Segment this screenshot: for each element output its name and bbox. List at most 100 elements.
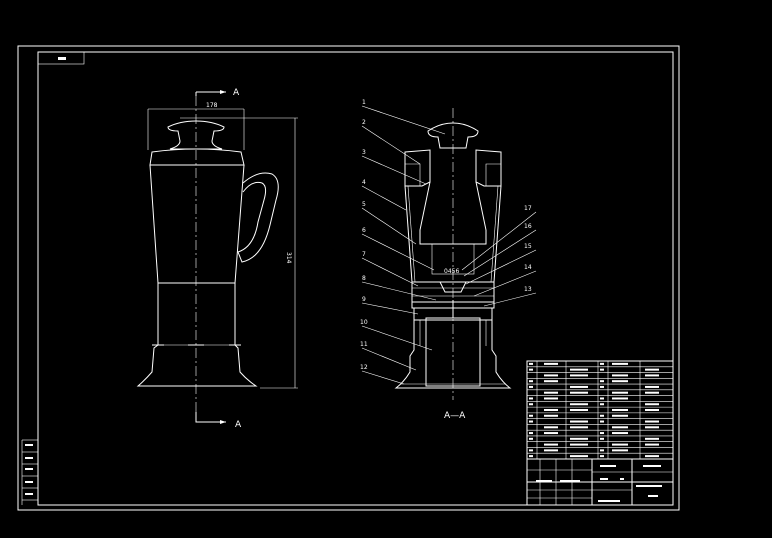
bom-cell-mark: [645, 443, 659, 446]
bom-cell-mark: [570, 368, 588, 371]
bom-cell-mark: [544, 414, 558, 417]
part-label-11: 11: [360, 341, 368, 348]
bom-cell-mark: [570, 443, 588, 446]
section-jar-wall-left: [404, 185, 413, 283]
bom-cell-mark: [612, 374, 628, 377]
bom-cell-mark: [570, 426, 588, 429]
bom-cell-mark: [612, 414, 628, 417]
section-jar-wall-right: [493, 185, 502, 283]
bom-cell-mark: [544, 409, 558, 411]
part-label-6: 6: [362, 227, 366, 234]
bom-cell-mark: [529, 385, 533, 388]
bom-cell-mark: [645, 437, 659, 440]
bom-cell-mark: [600, 362, 604, 365]
bom-cell-mark: [600, 455, 604, 458]
bom-cell-mark: [544, 397, 558, 400]
bom-cell-mark: [645, 420, 659, 423]
jar-body: [149, 164, 245, 284]
bom-cell-mark: [612, 380, 628, 383]
bom-cell-mark: [529, 380, 533, 383]
height-dimension-text: 314: [285, 252, 292, 264]
bom-cell-mark: [612, 443, 628, 446]
bom-cell-mark: [612, 391, 628, 394]
part-label-7: 7: [362, 251, 366, 258]
bom-cell-mark: [570, 409, 588, 411]
part-callouts-right: 17 16 15 14 13: [461, 205, 537, 307]
bom-cell-mark: [612, 449, 628, 452]
section-view-label: A—A: [444, 411, 466, 421]
bom-cell-mark: [529, 420, 533, 423]
bom-cell-mark: [570, 374, 588, 377]
bom-cell-mark: [544, 443, 558, 446]
motor-base: [136, 282, 258, 387]
section-knob: [427, 122, 479, 149]
bom-cell-mark: [645, 368, 659, 371]
bom-cell-mark: [570, 455, 588, 458]
corner-label-box: [37, 51, 85, 65]
title-block: [526, 360, 674, 506]
section-mark-top: A: [233, 88, 240, 98]
lid: [149, 148, 245, 166]
bom-cell-mark: [600, 403, 604, 406]
bom-cell-mark: [600, 414, 604, 417]
bom-cell-mark: [544, 374, 558, 377]
bom-cell-mark: [544, 449, 558, 452]
bom-cell-mark: [645, 391, 659, 394]
bom-cell-mark: [600, 432, 604, 435]
bom-cell-mark: [570, 420, 588, 423]
part-label-15: 15: [524, 243, 532, 250]
bom-cell-mark: [570, 391, 588, 394]
part-label-14: 14: [524, 264, 532, 271]
bom-cell-mark: [544, 362, 558, 365]
bom-cell-mark: [612, 426, 628, 429]
bom-cell-mark: [600, 449, 604, 452]
bom-cell-mark: [529, 437, 533, 440]
bom-cell-mark: [529, 397, 533, 400]
bom-cell-mark: [645, 455, 659, 458]
section-lid-right: [475, 149, 502, 187]
bom-cell-mark: [612, 397, 628, 400]
bom-cell-mark: [544, 391, 558, 394]
bom-cell-mark: [645, 426, 659, 429]
bom-cell-mark: [600, 437, 604, 440]
part-label-13: 13: [524, 286, 532, 293]
bom-cell-mark: [600, 420, 604, 423]
bom-cell-mark: [645, 409, 659, 411]
front-view: A A 178 314: [136, 88, 298, 430]
part-label-8: 8: [362, 275, 366, 282]
left-binding-strip: [21, 439, 38, 505]
bom-cell-mark: [600, 380, 604, 383]
width-dimension-text: 178: [206, 102, 218, 109]
part-label-9: 9: [362, 296, 366, 303]
bom-cell-mark: [570, 385, 588, 388]
bom-cell-mark: [645, 374, 659, 377]
bom-cell-mark: [570, 403, 588, 406]
bom-cell-mark: [612, 362, 628, 365]
part-label-1: 1: [362, 99, 366, 106]
section-blade-housing: [431, 243, 475, 275]
bom-cell-mark: [529, 455, 533, 458]
bom-cell-mark: [529, 403, 533, 406]
part-callouts-left: 1 2 3 4 5 6 7 8 9 10 11 12: [360, 99, 446, 385]
lid-knob: [167, 120, 225, 150]
part-label-5: 5: [362, 201, 366, 208]
bom-cell-mark: [600, 385, 604, 388]
section-line-bottom: [195, 412, 226, 423]
bom-cell-mark: [612, 409, 628, 411]
corner-label-mark: [58, 57, 66, 60]
bom-cell-mark: [544, 432, 558, 435]
bom-cell-mark: [529, 368, 533, 371]
section-view: 0456 A—A: [394, 108, 512, 421]
bom-cell-mark: [529, 414, 533, 417]
part-label-4: 4: [362, 179, 366, 186]
bom-cell-mark: [570, 437, 588, 440]
inner-border: [37, 51, 674, 506]
bom-cell-mark: [544, 380, 558, 383]
bom-cell-mark: [612, 432, 628, 435]
section-mark-bottom: A: [235, 420, 242, 430]
bom-cell-mark: [600, 397, 604, 400]
part-label-3: 3: [362, 149, 366, 156]
bom-cell-mark: [529, 432, 533, 435]
